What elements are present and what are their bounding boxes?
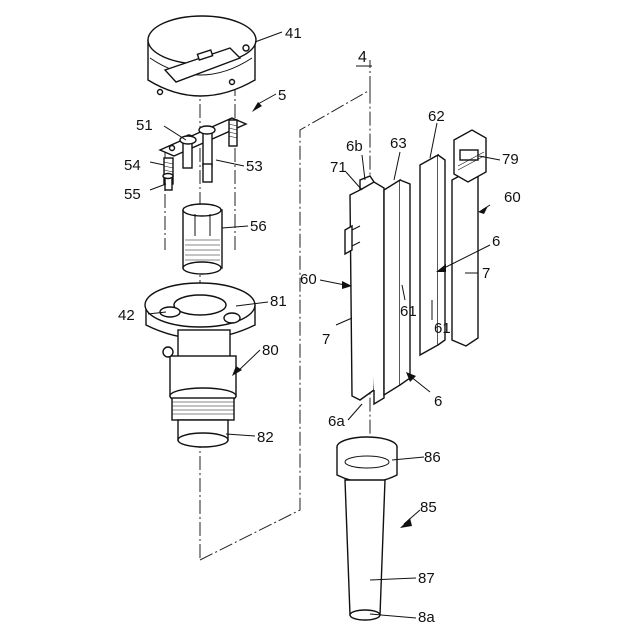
- label-63: 63: [390, 135, 407, 152]
- label-42: 42: [118, 307, 135, 324]
- label-6-lower: 6: [434, 393, 442, 410]
- label-6b: 6b: [346, 138, 363, 155]
- label-62: 62: [428, 108, 445, 125]
- label-51: 51: [136, 117, 153, 134]
- label-41: 41: [285, 25, 302, 42]
- label-82: 82: [257, 429, 274, 446]
- label-86: 86: [424, 449, 441, 466]
- label-85: 85: [420, 499, 437, 516]
- label-8a: 8a: [418, 609, 435, 626]
- label-61-right: 61: [434, 320, 451, 337]
- label-81: 81: [270, 293, 287, 310]
- label-5: 5: [278, 87, 286, 104]
- label-60-left: 60: [300, 271, 317, 288]
- plate-63: [384, 180, 410, 395]
- label-54: 54: [124, 157, 141, 174]
- label-56: 56: [250, 218, 267, 235]
- label-7-left: 7: [322, 331, 330, 348]
- label-55: 55: [124, 186, 141, 203]
- strip-6-left: [345, 176, 384, 404]
- label-61-left: 61: [400, 303, 417, 320]
- sleeve-56: [183, 204, 222, 274]
- label-87: 87: [418, 570, 435, 587]
- label-60-right: 60: [504, 189, 521, 206]
- pin-55: [163, 174, 173, 191]
- label-7-right: 7: [482, 265, 490, 282]
- strip-6-right: [452, 130, 486, 346]
- screw-top-right: [229, 120, 237, 146]
- figure-number: 4: [358, 49, 367, 66]
- label-79: 79: [502, 151, 519, 168]
- cap-41: [148, 16, 256, 96]
- label-6a: 6a: [328, 413, 345, 430]
- label-80: 80: [262, 342, 279, 359]
- sensor-85: [337, 437, 397, 620]
- label-6-upper: 6: [492, 233, 500, 250]
- label-71: 71: [330, 159, 347, 176]
- label-53: 53: [246, 158, 263, 175]
- housing-80: [145, 283, 255, 447]
